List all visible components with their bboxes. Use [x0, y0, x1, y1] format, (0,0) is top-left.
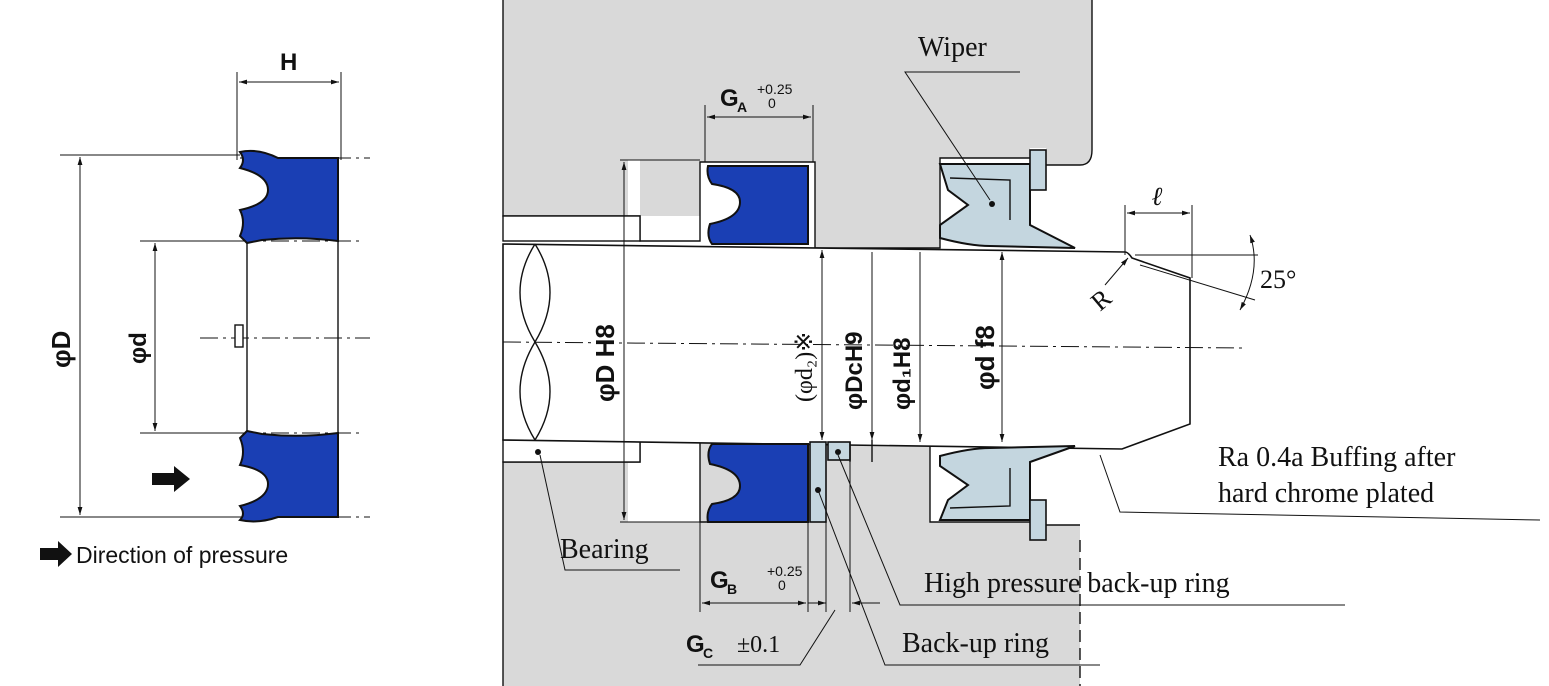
leader-bearing	[539, 454, 680, 571]
dim-phiD-label: φD	[46, 331, 76, 368]
seal-lower-lip	[238, 429, 339, 523]
housing-lower	[503, 440, 1080, 686]
seal-cross-section: H φD φd	[46, 49, 370, 523]
seal-notch	[234, 324, 244, 348]
backup-ring	[809, 441, 827, 523]
dim-phid-label: φd	[125, 332, 152, 364]
bearing-upper	[502, 215, 641, 242]
label-finish-line2: hard chrome plated	[1218, 478, 1434, 509]
pressure-legend: Direction of pressure	[40, 541, 288, 568]
GB-tol-lower: 0	[778, 577, 786, 593]
legend-arrow-icon	[40, 541, 72, 567]
dim-phid1-label: φd₁H8	[889, 338, 916, 410]
label-wiper: Wiper	[918, 32, 988, 63]
installation-drawing: Wiper Bearing High pressure back-up ring…	[502, 0, 1541, 686]
GA-tol-upper: +0.25	[757, 81, 793, 97]
dim-arc-angle	[1239, 234, 1255, 311]
leader-wiper	[904, 71, 1020, 201]
wiper-upper-dot	[989, 201, 995, 207]
leader-backup-dot	[815, 487, 821, 493]
housing-upper	[503, 0, 1092, 248]
GC-letter: G	[686, 631, 705, 658]
label-finish-line1: Ra 0.4a Buffing after	[1218, 442, 1456, 473]
wiper-lower-insert	[949, 468, 1011, 509]
GA-letter: G	[720, 85, 739, 112]
seal-web	[246, 241, 339, 433]
bearing-lower	[502, 439, 641, 463]
legend-text: Direction of pressure	[76, 542, 288, 568]
dim-phid-f8-label: φd f8	[970, 325, 1000, 390]
dim-GA: G A +0.25 0	[720, 81, 793, 115]
wiper-upper-insert	[949, 177, 1011, 220]
GC-tol: ±0.1	[737, 632, 780, 658]
GB-subscript: B	[727, 581, 737, 597]
leader-backup	[817, 489, 1100, 666]
wiper-upper	[938, 163, 1076, 249]
wiper-upper-flange	[1029, 149, 1047, 191]
dim-phid2-label: (φd₂)※	[792, 332, 818, 402]
GB-tol-upper: +0.25	[767, 563, 803, 579]
leader-hp-backup	[837, 454, 1345, 606]
installed-seal-upper	[706, 165, 809, 245]
installed-seal-lower	[706, 443, 809, 523]
dim-phiD-H8-label: φD H8	[590, 324, 620, 402]
dim-H-label: H	[280, 49, 297, 76]
wiper-lower	[938, 445, 1076, 521]
dim-GB: G B +0.25 0	[710, 563, 803, 597]
dim-phiDc-label: φDcH9	[841, 331, 868, 410]
angle-chamfer-line	[1139, 264, 1256, 301]
dim-GC: G C ±0.1	[686, 631, 780, 661]
leader-finish	[1099, 454, 1541, 521]
leader-bearing-dot	[535, 449, 541, 455]
pressure-arrow-icon	[152, 466, 190, 492]
label-backup: Back-up ring	[902, 628, 1049, 659]
dim-angle-label: 25°	[1260, 265, 1296, 294]
leader-hp-backup-dot	[835, 449, 841, 455]
label-hp-backup: High pressure back-up ring	[924, 568, 1230, 599]
label-bearing: Bearing	[560, 534, 649, 565]
leader-GC	[698, 609, 836, 666]
dim-ell-label: ℓ	[1152, 182, 1163, 211]
GC-subscript: C	[703, 645, 713, 661]
leader-R	[1104, 257, 1129, 286]
GA-subscript: A	[737, 99, 747, 115]
piston-rod	[502, 243, 1191, 450]
seal-upper-lip	[238, 149, 339, 245]
GA-tol-lower: 0	[768, 95, 776, 111]
GB-letter: G	[710, 567, 729, 594]
wiper-lower-flange	[1029, 499, 1047, 541]
